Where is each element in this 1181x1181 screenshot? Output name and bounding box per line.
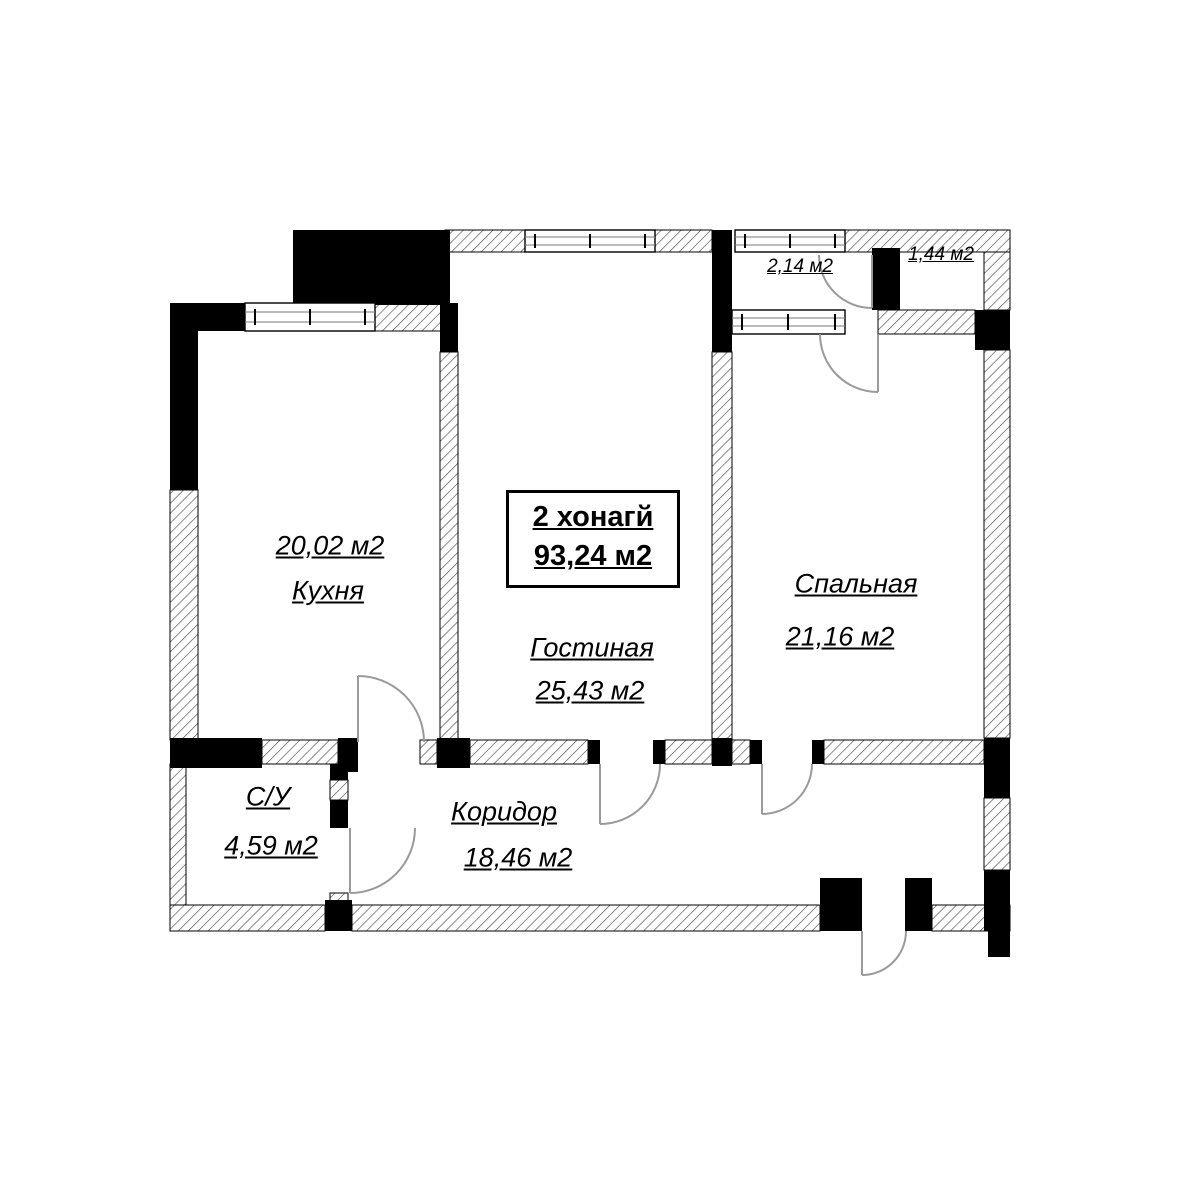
entrance-door-icon <box>861 930 907 976</box>
walls-hatched <box>169 229 1011 932</box>
bedroom-window-icon <box>731 309 846 335</box>
corridor-area-label: 18,46 м2 <box>463 842 573 873</box>
kitchen-name-label: Кухня <box>292 575 364 606</box>
bathroom-name-label: С/У <box>245 781 291 812</box>
balcony-area-label: 2,14 м2 <box>767 256 833 277</box>
kitchen-door-icon <box>357 675 425 743</box>
kitchen-area-label: 20,02 м2 <box>275 530 385 561</box>
bedroom-door-icon <box>761 763 813 815</box>
living-door-icon <box>599 763 661 825</box>
living-area-label: 25,43 м2 <box>535 675 645 706</box>
balcony-window-icon <box>734 229 846 253</box>
bedroom-name-label: Спальная <box>794 568 918 599</box>
kitchen-window-icon <box>244 302 376 332</box>
living-name-label: Гостиная <box>530 632 654 663</box>
balcony-door-icon <box>818 254 873 309</box>
walls-solid <box>170 230 1010 957</box>
plan-total-area-label: 93,24 м2 <box>533 540 653 573</box>
plan-title-box: 2 хонагй 93,24 м2 <box>506 490 680 589</box>
living-window-icon <box>524 229 656 253</box>
plan-type-label: 2 хонагй <box>532 501 654 533</box>
bathroom-area-label: 4,59 м2 <box>224 830 318 861</box>
niche-area-label: 1,44 м2 <box>908 244 974 265</box>
bedroom-balcony-door-icon <box>819 333 879 393</box>
bathroom-door-icon <box>349 827 416 894</box>
doors <box>349 254 907 976</box>
corridor-name-label: Коридор <box>451 796 557 827</box>
windows <box>244 229 846 335</box>
bedroom-area-label: 21,16 м2 <box>785 621 895 652</box>
